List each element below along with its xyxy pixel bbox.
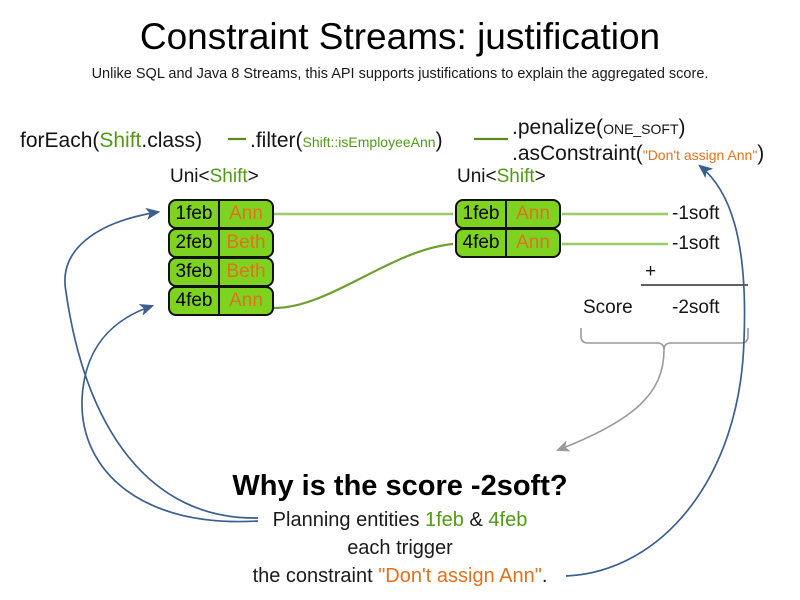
explanation-line-1: Planning entities 1feb & 4feb	[0, 509, 800, 532]
shift-employee: Beth	[226, 260, 266, 282]
impact-value-1: -1soft	[672, 203, 720, 224]
table-row: 4feb Ann	[168, 286, 274, 316]
explanation-entity-1feb: 1feb	[425, 509, 464, 531]
code-foreach: forEach(Shift.class)	[20, 129, 202, 153]
shift-date: 4feb	[170, 288, 220, 314]
code-as-constraint: .asConstraint("Don't assign Ann")	[512, 142, 764, 166]
code-filter-prefix: .filter(	[250, 129, 303, 152]
code-filter-arg: Shift::isEmployeeAnn	[302, 134, 436, 150]
explanation-constraint-name: "Don't assign Ann"	[378, 565, 542, 587]
explanation-line-3: the constraint "Don't assign Ann".	[0, 565, 800, 588]
code-penalize-arg: ONE_SOFT	[603, 121, 679, 137]
slide-subtitle: Unlike SQL and Java 8 Streams, this API …	[91, 66, 709, 82]
uni-left-suffix: >	[247, 166, 259, 187]
code-foreach-suffix: .class)	[141, 129, 203, 152]
shift-date: 3feb	[170, 259, 220, 285]
score-total-value: -2soft	[672, 297, 720, 318]
code-foreach-type: Shift	[99, 129, 142, 152]
uni-left-prefix: Uni<	[170, 166, 210, 187]
slide-title: Constraint Streams: justification	[139, 16, 661, 57]
uni-right-type: Shift	[496, 166, 535, 187]
shift-date: 2feb	[170, 230, 220, 256]
uni-right-prefix: Uni<	[457, 166, 497, 187]
code-as-constraint-arg: "Don't assign Ann"	[642, 147, 758, 163]
shift-employee: Ann	[229, 289, 263, 311]
table-row: 3feb Beth	[168, 257, 274, 287]
shift-date: 4feb	[457, 230, 507, 256]
stream-link-4feb	[273, 242, 454, 310]
impact-value-2: -1soft	[672, 233, 720, 254]
uni-right-suffix: >	[534, 166, 546, 187]
explanation-entity-4feb: 4feb	[488, 509, 528, 531]
uni-label-right: Uni<Shift>	[457, 166, 546, 188]
shift-employee: Ann	[516, 231, 550, 253]
uni-label-left: Uni<Shift>	[170, 166, 259, 188]
code-as-constraint-suffix: )	[757, 142, 765, 165]
shift-employee: Ann	[516, 202, 550, 224]
score-explain-arrow	[555, 349, 665, 452]
explanation-line3-prefix: the constraint	[252, 565, 379, 587]
code-penalize-prefix: .penalize(	[512, 116, 604, 139]
explanation-line-2: each trigger	[347, 537, 453, 559]
score-label: Score	[583, 297, 633, 318]
code-filter-suffix: )	[435, 129, 443, 152]
shift-employee: Ann	[229, 202, 263, 224]
shift-date: 1feb	[457, 201, 507, 227]
explanation-line1-conj: &	[463, 509, 489, 531]
explanation-line1-prefix: Planning entities	[272, 509, 425, 531]
shift-date: 1feb	[170, 201, 220, 227]
code-foreach-prefix: forEach(	[20, 129, 100, 152]
table-row: 1feb Ann	[168, 199, 274, 229]
shift-table-left: 1feb Ann 2feb Beth 3feb Beth 4feb Ann	[168, 199, 274, 316]
uni-left-type: Shift	[209, 166, 248, 187]
sum-operator: +	[645, 261, 657, 282]
explanation-heading: Why is the score -2soft?	[232, 470, 568, 502]
table-row: 1feb Ann	[455, 199, 561, 229]
code-penalize-suffix: )	[678, 116, 686, 139]
code-as-constraint-prefix: .asConstraint(	[512, 142, 643, 165]
table-row: 4feb Ann	[455, 228, 561, 258]
score-brace	[580, 328, 749, 351]
table-row: 2feb Beth	[168, 228, 274, 258]
code-penalize: .penalize(ONE_SOFT)	[512, 116, 686, 140]
shift-employee: Beth	[226, 231, 266, 253]
shift-table-right: 1feb Ann 4feb Ann	[455, 199, 561, 258]
code-filter: .filter(Shift::isEmployeeAnn)	[250, 129, 443, 153]
explanation-line3-suffix: .	[541, 565, 548, 587]
